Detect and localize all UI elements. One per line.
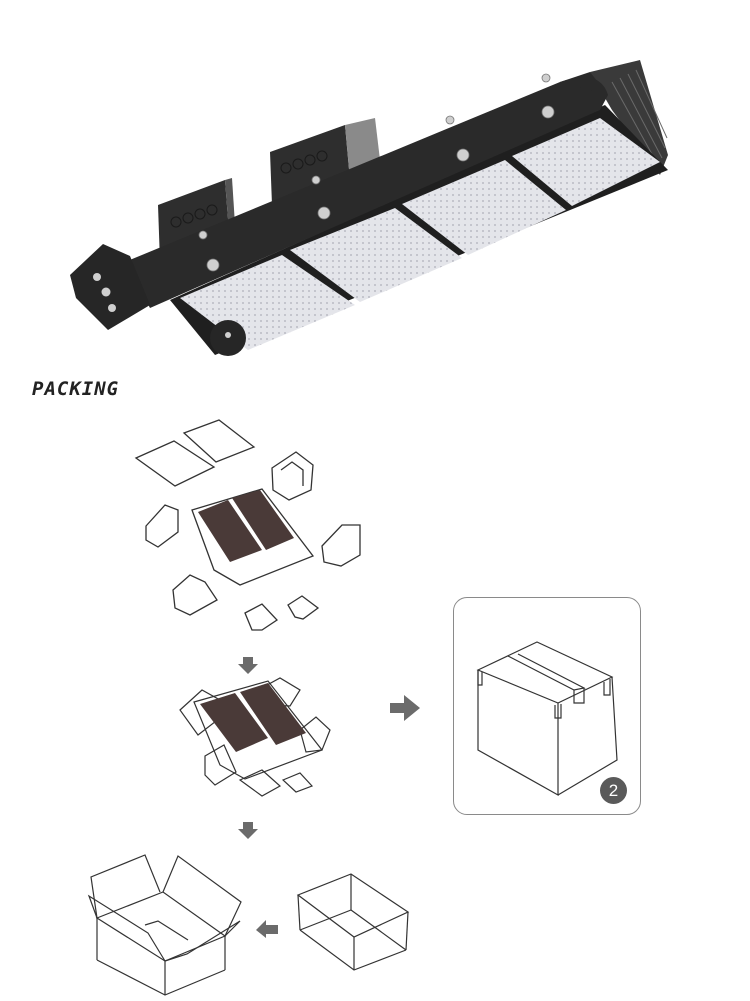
step-number-badge: 2 xyxy=(600,777,627,804)
fixture-led-grid xyxy=(198,490,294,562)
section-title: PACKING xyxy=(32,378,120,400)
cover-sheet-right xyxy=(182,419,256,463)
fixture-top-view xyxy=(191,488,315,586)
bolts xyxy=(198,73,555,272)
mounting-bracket xyxy=(125,72,608,308)
arrow-down-icon xyxy=(238,657,258,674)
arrow-right-icon xyxy=(390,695,420,721)
arrow-down-icon xyxy=(238,822,258,839)
cover-sheet-left xyxy=(134,440,216,487)
inner-box-diagram xyxy=(296,873,410,971)
open-carton-diagram xyxy=(87,854,242,996)
end-plate xyxy=(70,244,150,330)
heatsink xyxy=(590,60,668,175)
arrow-left-icon xyxy=(256,920,278,938)
foam-corner-protectors xyxy=(145,451,361,631)
product-image xyxy=(70,60,668,356)
